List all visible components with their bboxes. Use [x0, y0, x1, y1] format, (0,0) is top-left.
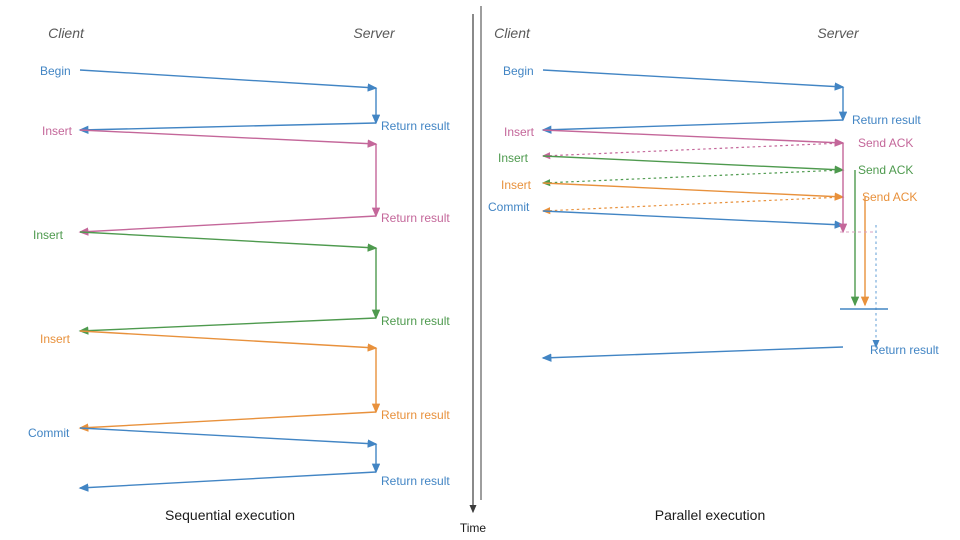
parallel-client-lane-title: Client [494, 25, 531, 41]
message-arrow-par-insert1-ack [541, 142, 844, 160]
message-label-seq-insert1: Insert [42, 124, 73, 138]
message-arrow-par-insert3-ack [541, 196, 844, 215]
message-label-seq-begin: Begin [40, 64, 71, 78]
message-label-par-insert3: Insert [501, 178, 532, 192]
message-label-seq-insert1-return: Return result [381, 211, 450, 225]
message-label-par-insert1-ack: Send ACK [858, 136, 913, 150]
message-arrow-par-begin [542, 69, 845, 91]
message-label-seq-insert2-return: Return result [381, 314, 450, 328]
message-arrow-par-commit [542, 210, 845, 229]
message-arrow-seq-insert2-return [78, 317, 377, 335]
message-arrow-par-commit-return [541, 346, 844, 362]
message-arrow-seq-begin [79, 69, 378, 92]
message-label-seq-insert2: Insert [33, 228, 64, 242]
message-label-par-insert2-ack: Send ACK [858, 163, 913, 177]
message-arrow-par-begin-return [541, 119, 844, 134]
message-label-seq-insert3: Insert [40, 332, 71, 346]
message-label-par-insert3-ack: Send ACK [862, 190, 917, 204]
message-label-par-commit: Commit [488, 200, 530, 214]
message-label-seq-begin-return: Return result [381, 119, 450, 133]
sequential-client-lane-title: Client [48, 25, 85, 41]
message-arrow-seq-insert1-return [78, 215, 377, 236]
sequential-panel-caption: Sequential execution [165, 507, 295, 523]
message-label-par-insert2: Insert [498, 151, 529, 165]
message-arrow-par-insert3 [542, 182, 845, 201]
message-arrow-seq-begin-return [78, 122, 377, 135]
parallel-panel-caption: Parallel execution [655, 507, 766, 523]
message-arrow-par-insert2-ack [541, 169, 844, 187]
message-label-par-begin: Begin [503, 64, 534, 78]
message-label-par-begin-return: Return result [852, 113, 921, 127]
parallel-server-lane-title: Server [817, 25, 860, 41]
message-arrow-seq-insert3 [79, 330, 378, 352]
message-label-seq-commit: Commit [28, 426, 70, 440]
message-arrow-seq-insert2 [79, 231, 378, 252]
message-label-par-insert1: Insert [504, 125, 535, 139]
message-arrow-par-insert1 [542, 129, 845, 147]
message-label-par-commit-return: Return result [870, 343, 939, 357]
message-arrow-seq-commit [79, 427, 378, 448]
message-arrow-seq-insert3-return [78, 411, 377, 432]
message-arrow-par-insert2 [542, 155, 845, 174]
message-arrow-seq-commit-return [78, 471, 377, 492]
join-block-layer [838, 143, 888, 349]
message-arrow-seq-insert1 [79, 129, 378, 148]
time-axis-label: Time [460, 521, 487, 535]
sequential-server-lane-title: Server [353, 25, 396, 41]
message-label-seq-commit-return: Return result [381, 474, 450, 488]
message-label-seq-insert3-return: Return result [381, 408, 450, 422]
